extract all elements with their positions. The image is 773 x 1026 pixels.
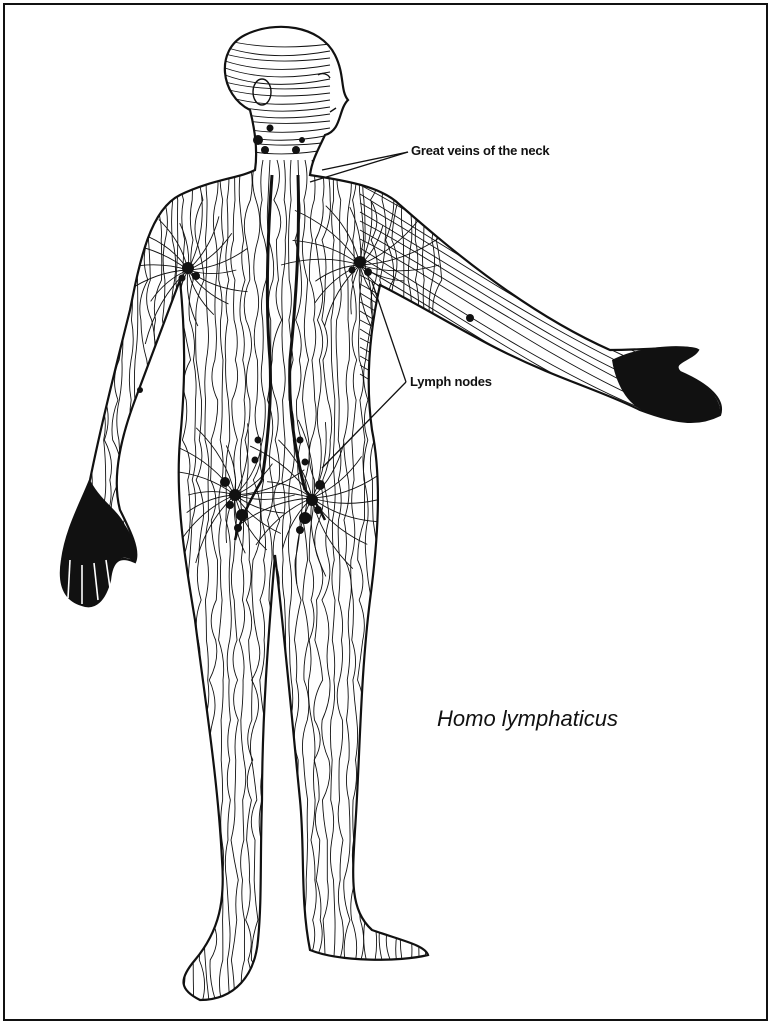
lymph-vessel [110,160,121,1026]
lymph-vessel [379,160,387,1026]
figure-caption: Homo lymphaticus [437,706,618,732]
lymph-vessel [58,160,62,1026]
left-hand [61,480,137,606]
callout-great-veins-of-the-neck: Great veins of the neck [411,143,549,158]
lymph-vessel [127,160,133,1026]
lymph-vessel [360,374,640,534]
callout-lymph-nodes: Lymph nodes [410,374,492,389]
lymph-vessel [117,160,127,1026]
